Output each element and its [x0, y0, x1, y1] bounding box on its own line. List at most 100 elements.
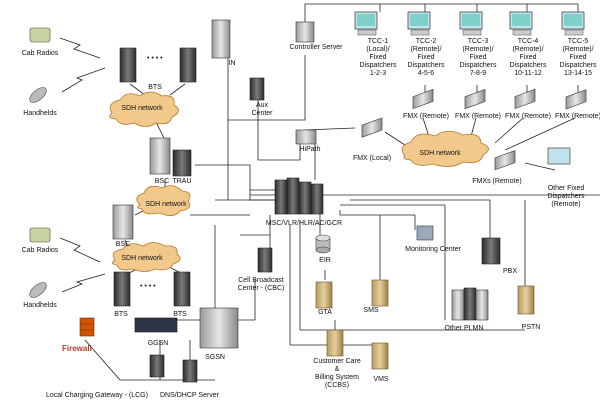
tcc-3-icon — [459, 11, 483, 36]
ccbs-icon — [326, 329, 344, 357]
sdh-cloud-bottom — [112, 242, 181, 272]
dns-icon — [182, 359, 198, 383]
core-servers — [211, 19, 317, 145]
pbx-label: PBX — [502, 268, 518, 275]
fmx-remote-5-icon — [565, 89, 587, 110]
tcc-2-label: TCC-2 (Remote)/ Fixed Dispatchers 4-5-6 — [407, 38, 445, 77]
sms-icon — [371, 279, 389, 307]
sdh-mid-label: SDH network — [145, 201, 187, 208]
sgsn-icon — [199, 307, 239, 349]
handhelds-top-label: Handhelds — [23, 110, 57, 117]
in-icon — [211, 19, 231, 59]
other-plmn-icon — [451, 287, 489, 321]
bsc-bottom-icon — [112, 204, 134, 240]
bts-top-label: BTS — [148, 84, 162, 91]
bts-bottom-right-label: BTS — [173, 311, 187, 318]
fmxs-remote-icon — [494, 150, 516, 171]
firewall-label: Firewall — [62, 344, 92, 353]
cab-radio-bottom-icon — [29, 227, 51, 243]
fmx-remote-2-label: FMX (Remote) — [403, 113, 449, 120]
monitoring-center-icon — [416, 225, 434, 241]
cbc-label: Cell Broadcast Center - (CBC) — [237, 277, 285, 292]
ccbs-label: Customer Care & Billing System (CCBS) — [313, 358, 361, 389]
fmx-devices — [361, 88, 587, 171]
handhelds-bottom-label: Handhelds — [23, 302, 57, 309]
cab-radio-top-icon — [29, 27, 51, 43]
bts-bottom-right-icon — [173, 271, 191, 307]
trau-label: TRAU — [172, 178, 192, 185]
pstn-label: PSTN — [521, 324, 541, 331]
tcc-1-label: TCC-1 (Local)/ Fixed Dispatchers 1-2-3 — [359, 38, 397, 77]
tcc-workstations — [354, 11, 585, 36]
pstn-icon — [517, 285, 535, 315]
bsc-bottom-label: BSC — [115, 241, 131, 248]
bsc-top-label: BSC — [154, 178, 170, 185]
other-fixed-dispatchers-label: Other Fixed Dispatchers (Remote) — [547, 185, 585, 208]
fmx-local-label: FMX (Local) — [352, 155, 392, 162]
fmx-remote-4-label: FMX (Remote) — [505, 113, 551, 120]
tcc-4-label: TCC-4 (Remote)/ Fixed Dispatchers 10-11-… — [509, 38, 547, 77]
eir-icon — [315, 234, 331, 254]
pbx-icon — [481, 237, 501, 265]
bts-bottom-left-label: BTS — [114, 311, 128, 318]
fmx-remote-4-icon — [514, 88, 536, 110]
fmx-local-icon — [361, 117, 383, 138]
hipath-label: HiPath — [299, 146, 321, 153]
sdh-bottom-label: SDH network — [121, 255, 163, 262]
controller-server-icon — [295, 21, 315, 43]
tcc-2-icon — [407, 11, 431, 36]
tcc-4-icon — [509, 11, 533, 36]
ggsn-label: GGSN — [147, 340, 169, 347]
controller-server-label: Controller Server — [289, 44, 343, 51]
mobile-devices — [29, 27, 51, 298]
firewall-icon — [79, 317, 95, 337]
vms-icon — [371, 342, 389, 370]
dns-label: DNS/DHCP Server — [160, 392, 219, 399]
bts-top-right-icon — [179, 47, 197, 83]
cbc-icon — [257, 247, 273, 273]
lcg-icon — [149, 354, 165, 378]
tcc-3-label: TCC-3 (Remote)/ Fixed Dispatchers 7-8-9 — [459, 38, 497, 77]
sdh-cloud-right — [401, 130, 489, 167]
cab-radios-bottom-label: Cab Radios — [21, 247, 59, 254]
in-label: IN — [228, 60, 236, 67]
hipath-icon — [295, 129, 317, 145]
sdh-cloud-mid — [136, 185, 191, 216]
aux-center-icon — [249, 77, 265, 101]
msc-label: MSC/VLR/HLR/AC/GCR — [265, 220, 343, 227]
fmxs-remote-label: FMXs (Remote) — [472, 178, 522, 185]
sms-label: SMS — [363, 307, 379, 314]
sdh-top-label: SDH network — [121, 105, 163, 112]
msc-cluster — [274, 177, 324, 215]
other-plmn-label: Other PLMN — [444, 325, 484, 332]
trau-icon — [172, 149, 192, 177]
gta-icon — [315, 281, 333, 309]
eir-label: EIR — [319, 257, 331, 264]
monitoring-center-label: Monitoring Center — [405, 246, 461, 253]
gta-label: GTA — [318, 309, 332, 316]
fmx-remote-3-label: FMX (Remote) — [455, 113, 501, 120]
bts-racks — [113, 47, 197, 307]
cab-radios-top-label: Cab Radios — [21, 50, 59, 57]
vms-label: VMS — [373, 376, 389, 383]
aux-center-label: Aux Center — [251, 102, 273, 117]
fmx-remote-5-label: FMX (Remote) — [555, 113, 600, 120]
lcg-label: Local Charging Gateway - (LCG) — [46, 392, 148, 399]
bsc-trau — [112, 137, 192, 240]
tcc-5-label: TCC-5 (Remote)/ Fixed Dispatchers 13-14-… — [559, 38, 597, 77]
fmx-remote-2-icon — [412, 88, 434, 110]
sdh-clouds — [109, 91, 489, 272]
tcc-5-icon — [561, 11, 585, 36]
sgsn-label: SGSN — [205, 354, 225, 361]
bsc-top-icon — [149, 137, 171, 175]
radio-links — [59, 37, 106, 293]
other-fixed-dispatchers-icon — [547, 147, 571, 165]
sdh-cloud-top — [109, 91, 179, 127]
handheld-top-icon — [29, 87, 47, 103]
bts-top-left-icon — [119, 47, 137, 83]
ggsn-icon — [134, 317, 178, 333]
sdh-right-label: SDH network — [419, 150, 461, 157]
fmx-remote-3-icon — [464, 88, 486, 110]
